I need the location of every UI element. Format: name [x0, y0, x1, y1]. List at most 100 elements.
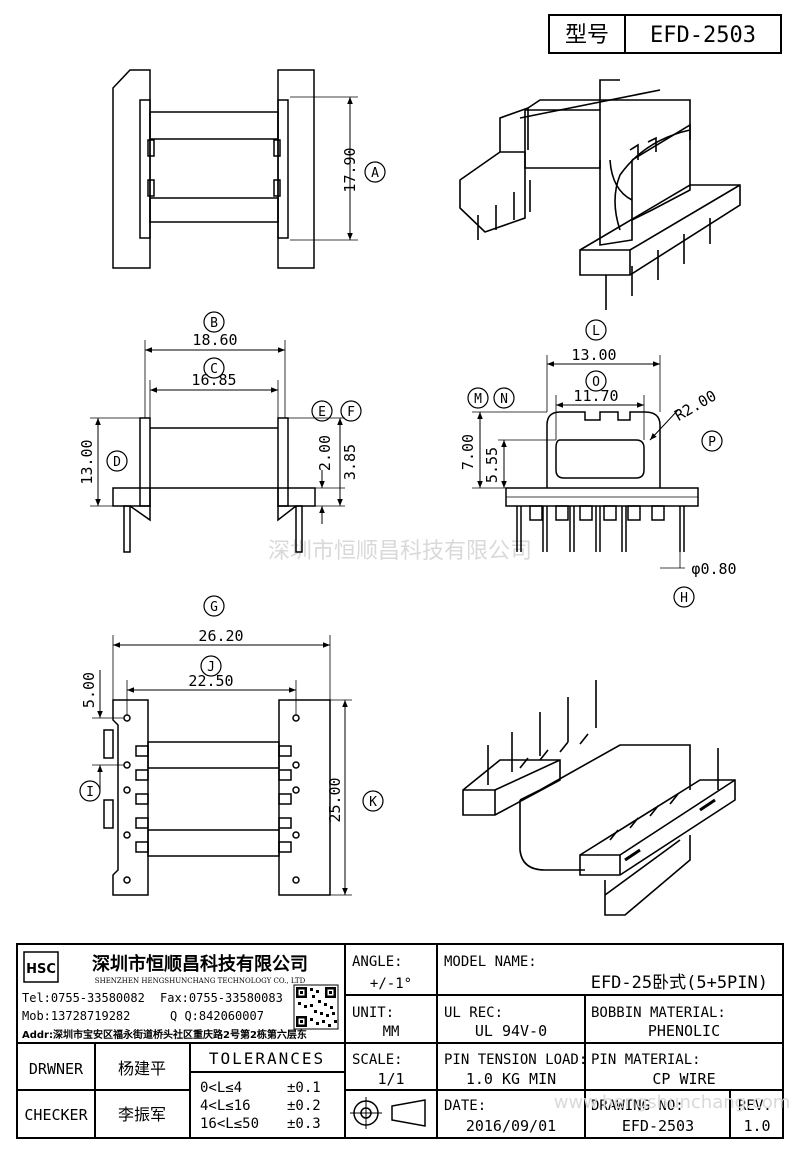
callout-A: A: [364, 161, 386, 183]
drawing-no-label: DRAWING NO:: [591, 1098, 684, 1114]
drawing-no-value: EFD-2503: [622, 1117, 694, 1135]
model-header-box: 型号 EFD-2503: [548, 14, 782, 54]
callout-F: F: [340, 400, 362, 422]
drawner-value: 杨建平: [118, 1059, 166, 1078]
dim-C: 16.85: [191, 371, 236, 389]
dim-O: 11.70: [573, 387, 618, 405]
company-logo: HSC: [23, 951, 59, 983]
watermark-url: www.hengshunchang.com: [554, 1092, 791, 1113]
svg-text:N: N: [500, 392, 508, 407]
checker-value: 李振军: [118, 1105, 166, 1124]
tolerance-range: 4<L≤16: [200, 1098, 251, 1114]
callout-M: M: [467, 387, 489, 409]
qr-code: [293, 984, 339, 1030]
top-view: [112, 69, 358, 269]
svg-text:P: P: [708, 435, 716, 450]
dim-B: 18.60: [192, 331, 237, 349]
svg-text:I: I: [86, 785, 94, 800]
dim-D: 13.00: [78, 439, 96, 484]
callout-L: L: [585, 319, 607, 341]
tolerance-range: 0<L≤4: [200, 1080, 242, 1096]
pin-tension-label: PIN TENSION LOAD:: [444, 1052, 587, 1068]
svg-text:HSC: HSC: [26, 962, 56, 977]
svg-text:J: J: [207, 660, 215, 675]
callout-B: B: [203, 311, 225, 333]
dim-K: 25.00: [326, 777, 344, 822]
dim-H: φ0.80: [691, 560, 736, 578]
rev-label: REV.: [738, 1098, 772, 1114]
unit-label: UNIT:: [352, 1005, 394, 1021]
svg-text:A: A: [371, 166, 379, 181]
ul-rec-label: UL REC:: [444, 1005, 503, 1021]
dim-5: 5.00: [80, 672, 98, 708]
callout-O: O: [585, 370, 607, 392]
svg-text:L: L: [592, 324, 600, 339]
callout-K: K: [362, 790, 384, 812]
tolerances-title: TOLERANCES: [209, 1049, 325, 1068]
dim-M: 7.00: [459, 434, 477, 470]
pin-material-label: PIN MATERIAL:: [591, 1052, 701, 1068]
company-qq: Q Q:842060007: [170, 1009, 264, 1023]
tolerance-range: 16<L≤50: [200, 1116, 259, 1132]
scale-value: 1/1: [377, 1070, 404, 1088]
dim-A: 17.90: [341, 147, 359, 192]
callout-H: H: [673, 586, 695, 608]
callout-D: D: [106, 450, 128, 472]
callout-C: C: [203, 357, 225, 379]
model-value: EFD-2503: [650, 23, 756, 48]
company-mob: Mob:13728719282: [22, 1009, 130, 1023]
company-address: Addr:深圳市宝安区福永街道桥头社区重庆路2号第2栋第六层东: [22, 1028, 307, 1041]
svg-text:E: E: [318, 405, 326, 420]
callout-N: N: [493, 387, 515, 409]
tolerance-value: ±0.1: [287, 1080, 321, 1096]
title-block: [16, 943, 784, 1139]
model-name-label: MODEL NAME:: [444, 954, 537, 970]
bottom-view: [92, 635, 352, 896]
tolerance-value: ±0.2: [287, 1098, 321, 1114]
svg-text:B: B: [210, 316, 218, 331]
angle-value: +/-1°: [370, 976, 412, 992]
callout-P: P: [701, 430, 723, 452]
rev-value: 1.0: [743, 1117, 770, 1135]
bobbin-material-label: BOBBIN MATERIAL:: [591, 1005, 726, 1021]
scale-label: SCALE:: [352, 1052, 403, 1068]
svg-text:H: H: [680, 591, 688, 606]
watermark-text: 深圳市恒顺昌科技有限公司: [268, 539, 532, 564]
model-name-value: EFD-25卧式(5+5PIN): [591, 973, 768, 993]
dim-R: R2.00: [671, 387, 719, 425]
dim-F: 3.85: [341, 444, 359, 480]
svg-text:K: K: [369, 795, 377, 810]
date-value: 2016/09/01: [466, 1117, 556, 1135]
isometric-view-1: [459, 79, 741, 310]
tolerance-table: 0<L≤4 ±0.1 4<L≤16 ±0.2 16<L≤50 ±0.3: [200, 1080, 321, 1132]
dim-J: 22.50: [188, 672, 233, 690]
date-label: DATE:: [444, 1098, 486, 1114]
pin-tension-value: 1.0 KG MIN: [466, 1070, 556, 1088]
svg-text:M: M: [474, 392, 482, 407]
side-view: [472, 355, 699, 569]
svg-text:O: O: [592, 375, 600, 390]
svg-text:G: G: [210, 600, 218, 615]
front-view: [90, 340, 345, 553]
company-name-en: SHENZHEN HENGSHUNCHANG TECHNOLOGY CO., L…: [95, 977, 306, 985]
drawner-label: DRWNER: [29, 1060, 84, 1078]
isometric-view-2: [462, 680, 736, 916]
projection-symbol-icon: [350, 1097, 426, 1129]
bobbin-material-value: PHENOLIC: [648, 1022, 720, 1040]
model-label: 型号: [565, 23, 609, 48]
callout-G: G: [203, 595, 225, 617]
dim-L: 13.00: [571, 346, 616, 364]
company-name: 深圳市恒顺昌科技有限公司: [92, 953, 308, 975]
angle-label: ANGLE:: [352, 954, 403, 970]
company-fax: Fax:0755-33580083: [160, 991, 283, 1005]
callout-I: I: [79, 780, 101, 802]
tolerance-value: ±0.3: [287, 1116, 321, 1132]
callout-E: E: [311, 400, 333, 422]
pin-material-value: CP WIRE: [652, 1070, 715, 1088]
checker-label: CHECKER: [24, 1106, 88, 1124]
callout-J: J: [200, 655, 222, 677]
dim-N: 5.55: [483, 447, 501, 483]
dim-E: 2.00: [316, 435, 334, 471]
dim-G: 26.20: [198, 627, 243, 645]
